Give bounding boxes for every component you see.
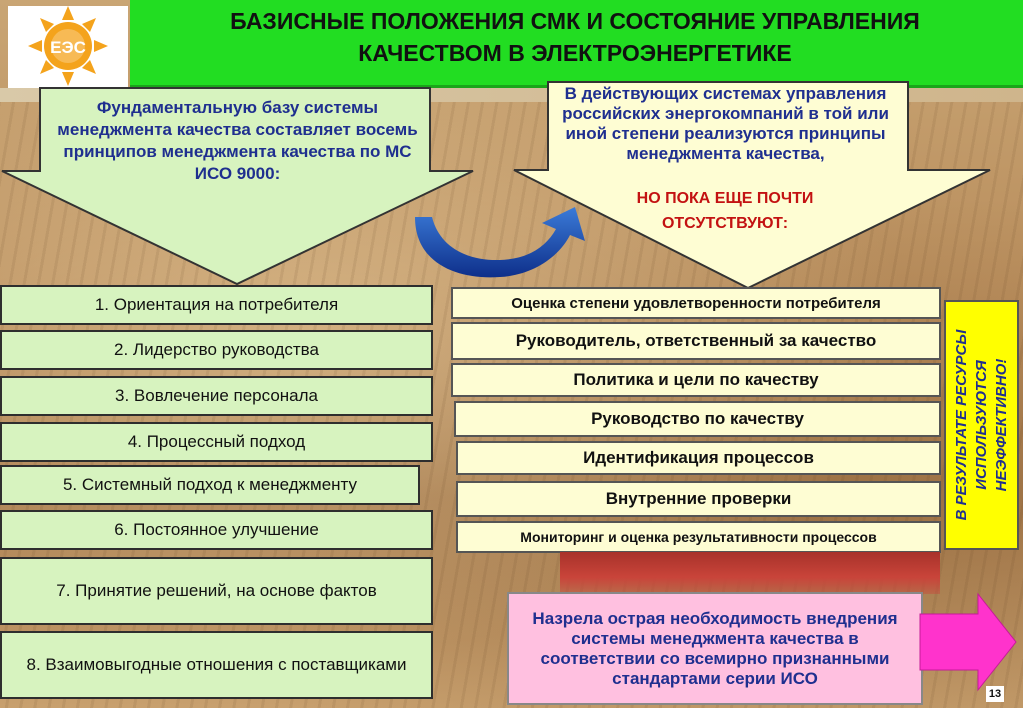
sun-logo-icon: ЕЭС [28,6,108,86]
page-number: 13 [986,686,1004,702]
missing-element-3: Политика и цели по качеству [451,363,941,397]
principle-label: 5. Системный подход к менеджменту [62,475,358,494]
missing-element-1: Оценка степени удовлетворенности потреби… [451,287,941,319]
principle-item-8: 8. Взаимовыгодные отношения с поставщика… [0,631,433,699]
principle-item-5: 5. Системный подход к менеджменту [0,465,420,505]
page-title: БАЗИСНЫЕ ПОЛОЖЕНИЯ СМК И СОСТОЯНИЕ УПРАВ… [145,5,1005,69]
missing-element-2: Руководитель, ответственный за качество [451,322,941,360]
missing-element-5: Идентификация процессов [456,441,941,475]
principle-label: 1. Ориентация на потребителя [94,295,339,314]
vertical-line-3: НЕЭФФЕКТИВНО! [992,358,1010,492]
conclusion-box: Назрела острая необходимость внедрения с… [507,592,923,705]
element-label: Руководство по качеству [591,409,804,428]
left-down-arrow [1,87,474,286]
principle-item-1: 1. Ориентация на потребителя [0,285,433,325]
principle-item-7: 7. Принятие решений, на основе фактов [0,557,433,625]
vertical-warning-text: В РЕЗУЛЬТАТЕ РЕСУРСЫ ИСПОЛЬЗУЮТСЯ НЕЭФФЕ… [952,300,1012,550]
curved-transition-arrow-icon [415,207,585,278]
missing-element-4: Руководство по качеству [454,401,941,437]
missing-element-6: Внутренние проверки [456,481,941,517]
conclusion-text: Назрела острая необходимость внедрения с… [532,608,898,688]
warning-line-1: НО ПОКА ЕЩЕ ПОЧТИ [636,190,814,207]
left-arrow-text: Фундаментальную базу системы менеджмента… [57,98,418,183]
element-label: Оценка степени удовлетворенности потреби… [511,294,881,312]
vertical-warning-box: В РЕЗУЛЬТАТЕ РЕСУРСЫ ИСПОЛЬЗУЮТСЯ НЕЭФФЕ… [944,300,1019,550]
red-connector-band [560,552,940,594]
warning-line-2: ОТСУТСТВУЮТ: [661,215,789,232]
element-label: Внутренние проверки [605,489,792,508]
missing-element-7: Мониторинг и оценка результативности про… [456,521,941,553]
principle-item-4: 4. Процессный подход [0,422,433,462]
right-arrow-text: В действующих системах управления россий… [562,84,889,163]
element-label: Мониторинг и оценка результативности про… [520,529,877,545]
principle-label: 6. Постоянное улучшение [114,520,319,539]
right-down-arrow [513,81,991,290]
logo-text: ЕЭС [50,38,86,57]
principle-item-3: 3. Вовлечение персонала [0,376,433,416]
right-arrow-warning: НО ПОКА ЕЩЕ ПОЧТИ ОТСУТСТВУЮТ: [600,186,850,236]
vertical-line-2: ИСПОЛЬЗУЮТСЯ [972,360,990,490]
title-line-1: БАЗИСНЫЕ ПОЛОЖЕНИЯ СМК И СОСТОЯНИЕ УПРАВ… [230,8,920,34]
vertical-line-1: В РЕЗУЛЬТАТЕ РЕСУРСЫ [952,329,970,521]
principle-label: 8. Взаимовыгодные отношения с поставщика… [26,655,407,674]
principle-item-2: 2. Лидерство руководства [0,330,433,370]
principle-label: 2. Лидерство руководства [114,340,319,359]
principle-label: 3. Вовлечение персонала [115,386,318,405]
element-label: Руководитель, ответственный за качество [515,331,877,350]
principle-label: 7. Принятие решений, на основе фактов [56,581,377,600]
principle-item-6: 6. Постоянное улучшение [0,510,433,550]
logo: ЕЭС [8,6,128,88]
title-line-2: КАЧЕСТВОМ В ЭЛЕКТРОЭНЕРГЕТИКЕ [358,40,792,66]
pink-right-arrow-icon [919,592,1017,692]
element-label: Идентификация процессов [583,448,814,467]
element-label: Политика и цели по качеству [573,370,819,389]
principle-label: 4. Процессный подход [127,432,306,451]
